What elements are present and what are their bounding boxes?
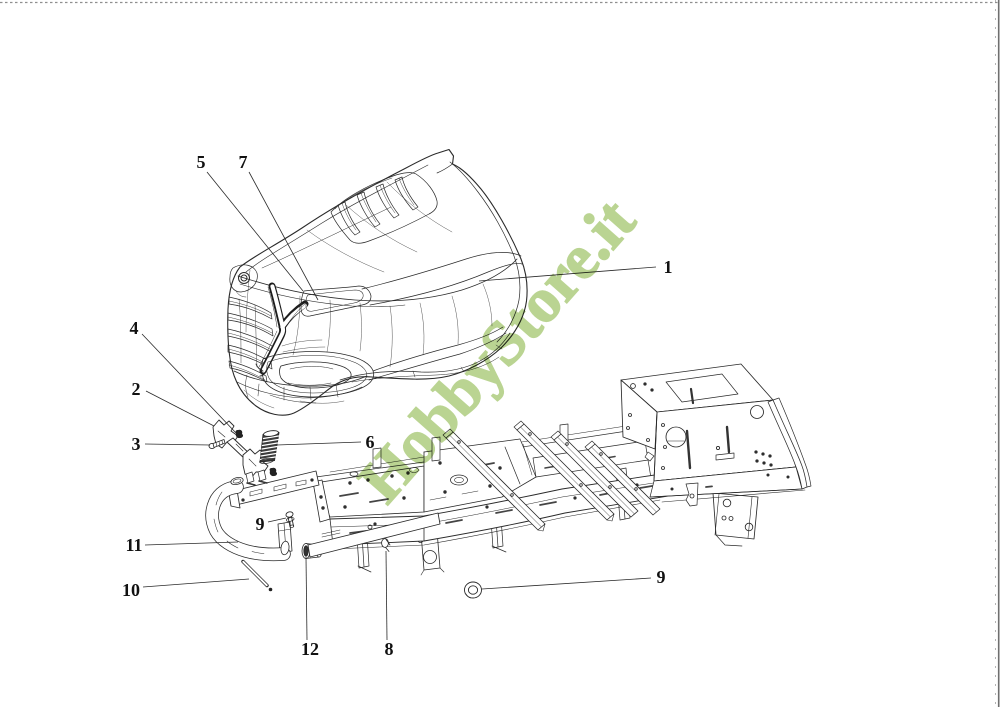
callout-1: 1: [664, 257, 673, 277]
spring-6: [259, 430, 280, 464]
leader-line-8: [385, 550, 388, 641]
front-support-bar: [307, 512, 441, 558]
chassis-rear-box: [620, 363, 812, 507]
cross-brace-4: [584, 440, 661, 516]
chassis-cross-braces: [442, 420, 661, 532]
callout-labels: 1 2 3 4 5 6 7 8 9 9 10 11 12: [122, 152, 673, 659]
callout-8: 8: [385, 639, 394, 659]
leader-line-6: [276, 441, 362, 446]
callout-2: 2: [132, 379, 141, 399]
leader-line-3: [144, 443, 211, 446]
latch-bracket: [212, 419, 269, 486]
washer-9: [464, 581, 482, 599]
chassis-rear-bracket: [712, 492, 759, 547]
bolt-9: [285, 511, 295, 528]
leader-line-5: [206, 171, 304, 292]
bolt-3: [208, 439, 226, 450]
cross-brace-2: [513, 420, 615, 522]
callout-6: 6: [366, 432, 375, 452]
callout-4: 4: [130, 318, 139, 338]
callout-12: 12: [301, 639, 319, 659]
leader-line-1: [478, 266, 657, 282]
cross-brace-3: [550, 430, 639, 518]
callout-3: 3: [132, 434, 141, 454]
hood-mesh-lines: [243, 181, 493, 409]
cross-brace-1: [442, 428, 546, 532]
callout-11: 11: [125, 535, 142, 555]
callout-9a: 9: [256, 514, 265, 534]
hood-drawing: [227, 148, 528, 416]
leader-line-11: [144, 541, 239, 546]
callout-9b: 9: [657, 567, 666, 587]
headlight-window: [300, 285, 372, 317]
callout-10: 10: [122, 580, 140, 600]
rod-10: [241, 559, 273, 592]
leader-line-9a: [267, 517, 287, 523]
callout-7: 7: [239, 152, 248, 172]
chassis-drawing: [205, 363, 812, 576]
callout-5: 5: [197, 152, 206, 172]
headlight-pod: [229, 264, 258, 298]
leader-line-2: [145, 390, 215, 427]
small-pins: [235, 429, 278, 477]
leader-line-7: [248, 171, 319, 301]
loose-parts: [208, 419, 482, 599]
bolt-8: [381, 538, 391, 552]
leader-line-10: [142, 578, 250, 588]
hood-mouth: [261, 351, 375, 398]
leader-line-12: [305, 556, 308, 641]
front-bumper-tube: [205, 476, 291, 562]
leader-line-9b: [481, 577, 652, 590]
hood-front-pillar: [255, 282, 309, 377]
leader-line-4: [141, 333, 237, 434]
callout-leaders: [141, 171, 657, 641]
hood-grille-slats: [227, 296, 274, 383]
hood-vent-slots: [337, 176, 419, 236]
